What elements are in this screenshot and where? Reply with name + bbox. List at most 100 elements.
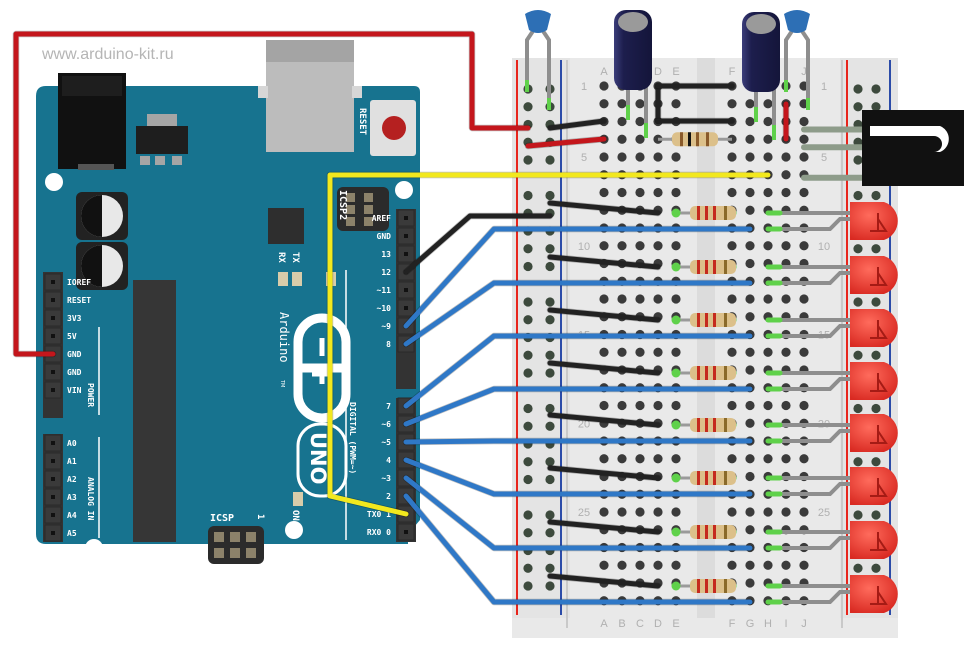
rx-label: RX: [276, 252, 286, 263]
breadboard-hole: [653, 347, 663, 357]
resistor-band: [697, 471, 700, 485]
breadboard-hole: [599, 294, 609, 304]
resistor-band: [697, 525, 700, 539]
breadboard-hole: [635, 400, 645, 411]
usb-tab: [352, 86, 362, 98]
resistor-band: [680, 132, 683, 147]
led-inner-detail: [870, 320, 888, 339]
resistor-band: [724, 525, 727, 539]
led-lead: [768, 536, 855, 550]
rail-hole: [545, 190, 555, 201]
ceramic-lead: [525, 26, 537, 92]
digital-pin-label: TX0 1: [367, 510, 391, 519]
led: [850, 575, 898, 613]
row-number-right: 25: [818, 507, 830, 519]
breadboard-hole: [745, 312, 755, 322]
breadboard-hole: [635, 152, 645, 162]
breadboard-hole: [617, 560, 627, 570]
signal-wire-pin-2: [403, 493, 753, 605]
breadboard-hole: [599, 187, 609, 198]
breadboard-hole: [671, 347, 681, 357]
breadboard-hole: [635, 507, 645, 517]
breadboard-hole: [727, 187, 737, 198]
regulator-pin: [140, 156, 150, 165]
breadboard-hole: [745, 241, 755, 251]
rail-hole: [523, 457, 533, 467]
breadboard-hole: [799, 560, 809, 570]
resistor-pin-end: [671, 208, 681, 218]
rail-hole: [523, 315, 533, 325]
led: [850, 256, 898, 294]
icsp-header[interactable]: [208, 526, 264, 564]
resistor-band: [697, 579, 700, 593]
breadboard-hole: [617, 241, 627, 251]
breadboard-hole: [781, 454, 791, 464]
header-pin-hole: [404, 288, 408, 292]
smd-capacitor: [76, 192, 128, 240]
icsp2-pin: [346, 205, 355, 214]
rail-hole: [853, 297, 863, 307]
breadboard-hole: [653, 560, 663, 570]
breadboard-hole: [617, 294, 627, 304]
breadboard-hole: [799, 187, 809, 198]
led: [850, 467, 898, 505]
rail-hole: [853, 155, 863, 165]
ground-jumper: [547, 307, 661, 323]
rail-hole: [871, 190, 881, 201]
breadboard-hole: [745, 187, 755, 198]
ceramic-capacitor: [525, 10, 551, 33]
power-pin-label: IOREF: [67, 278, 91, 287]
breadboard-hole: [745, 205, 755, 215]
arduino-uno-board: RESET ICSP2 ICSP 1: [36, 40, 420, 564]
breadboard-hole: [745, 347, 755, 357]
ground-jumper: [547, 360, 661, 376]
resistor-band: [705, 366, 708, 380]
icsp2-pin: [364, 193, 373, 202]
rail-hole: [523, 244, 533, 254]
row-number-left: 1: [581, 81, 587, 93]
breadboard-hole: [781, 152, 791, 162]
rail-jumper-ground: [547, 118, 607, 131]
column-label-bottom: H: [764, 618, 772, 630]
rail-hole: [545, 528, 555, 538]
breadboard-hole: [599, 99, 609, 109]
breadboard-hole: [763, 294, 773, 304]
column-label-bottom: I: [784, 618, 787, 630]
breadboard-hole: [671, 560, 681, 570]
signal-wire-pin-7: [403, 333, 753, 409]
breadboard-hole: [635, 294, 645, 304]
breadboard-hole: [745, 471, 755, 482]
breadboard-hole: [727, 560, 737, 570]
breadboard-hole: [799, 347, 809, 357]
icsp-pin: [214, 532, 224, 542]
rail-hole: [545, 261, 555, 272]
breadboard-hole: [653, 507, 663, 517]
analog-pin-label: A5: [67, 529, 77, 538]
header-pin-hole: [404, 234, 408, 238]
led-lead: [768, 590, 855, 604]
rail-hole: [523, 190, 533, 201]
rail-hole: [871, 297, 881, 307]
breadboard-hole: [727, 294, 737, 304]
rail-hole: [523, 474, 533, 485]
breadboard-hole: [671, 454, 681, 464]
column-label-bottom: G: [746, 618, 755, 630]
regulator-tab: [147, 114, 177, 126]
rail-hole: [871, 457, 881, 467]
reset-button-cap[interactable]: [382, 116, 406, 140]
led-inner-detail: [870, 373, 888, 392]
resistor-band: [713, 206, 716, 220]
rail-hole: [523, 563, 533, 573]
digital-pin-label: 7: [386, 402, 391, 411]
digital-pin-label: 4: [386, 456, 391, 465]
breadboard-hole: [781, 560, 791, 570]
breadboard-hole: [745, 507, 755, 517]
resistor: [672, 132, 718, 147]
rail-hole: [545, 403, 555, 414]
resistor-pin-end: [671, 262, 681, 272]
header-pin-hole: [51, 334, 55, 338]
rail-hole: [871, 510, 881, 520]
resistor-band: [724, 313, 727, 327]
regulator-pin: [155, 156, 165, 165]
header-pin-hole: [51, 531, 55, 535]
